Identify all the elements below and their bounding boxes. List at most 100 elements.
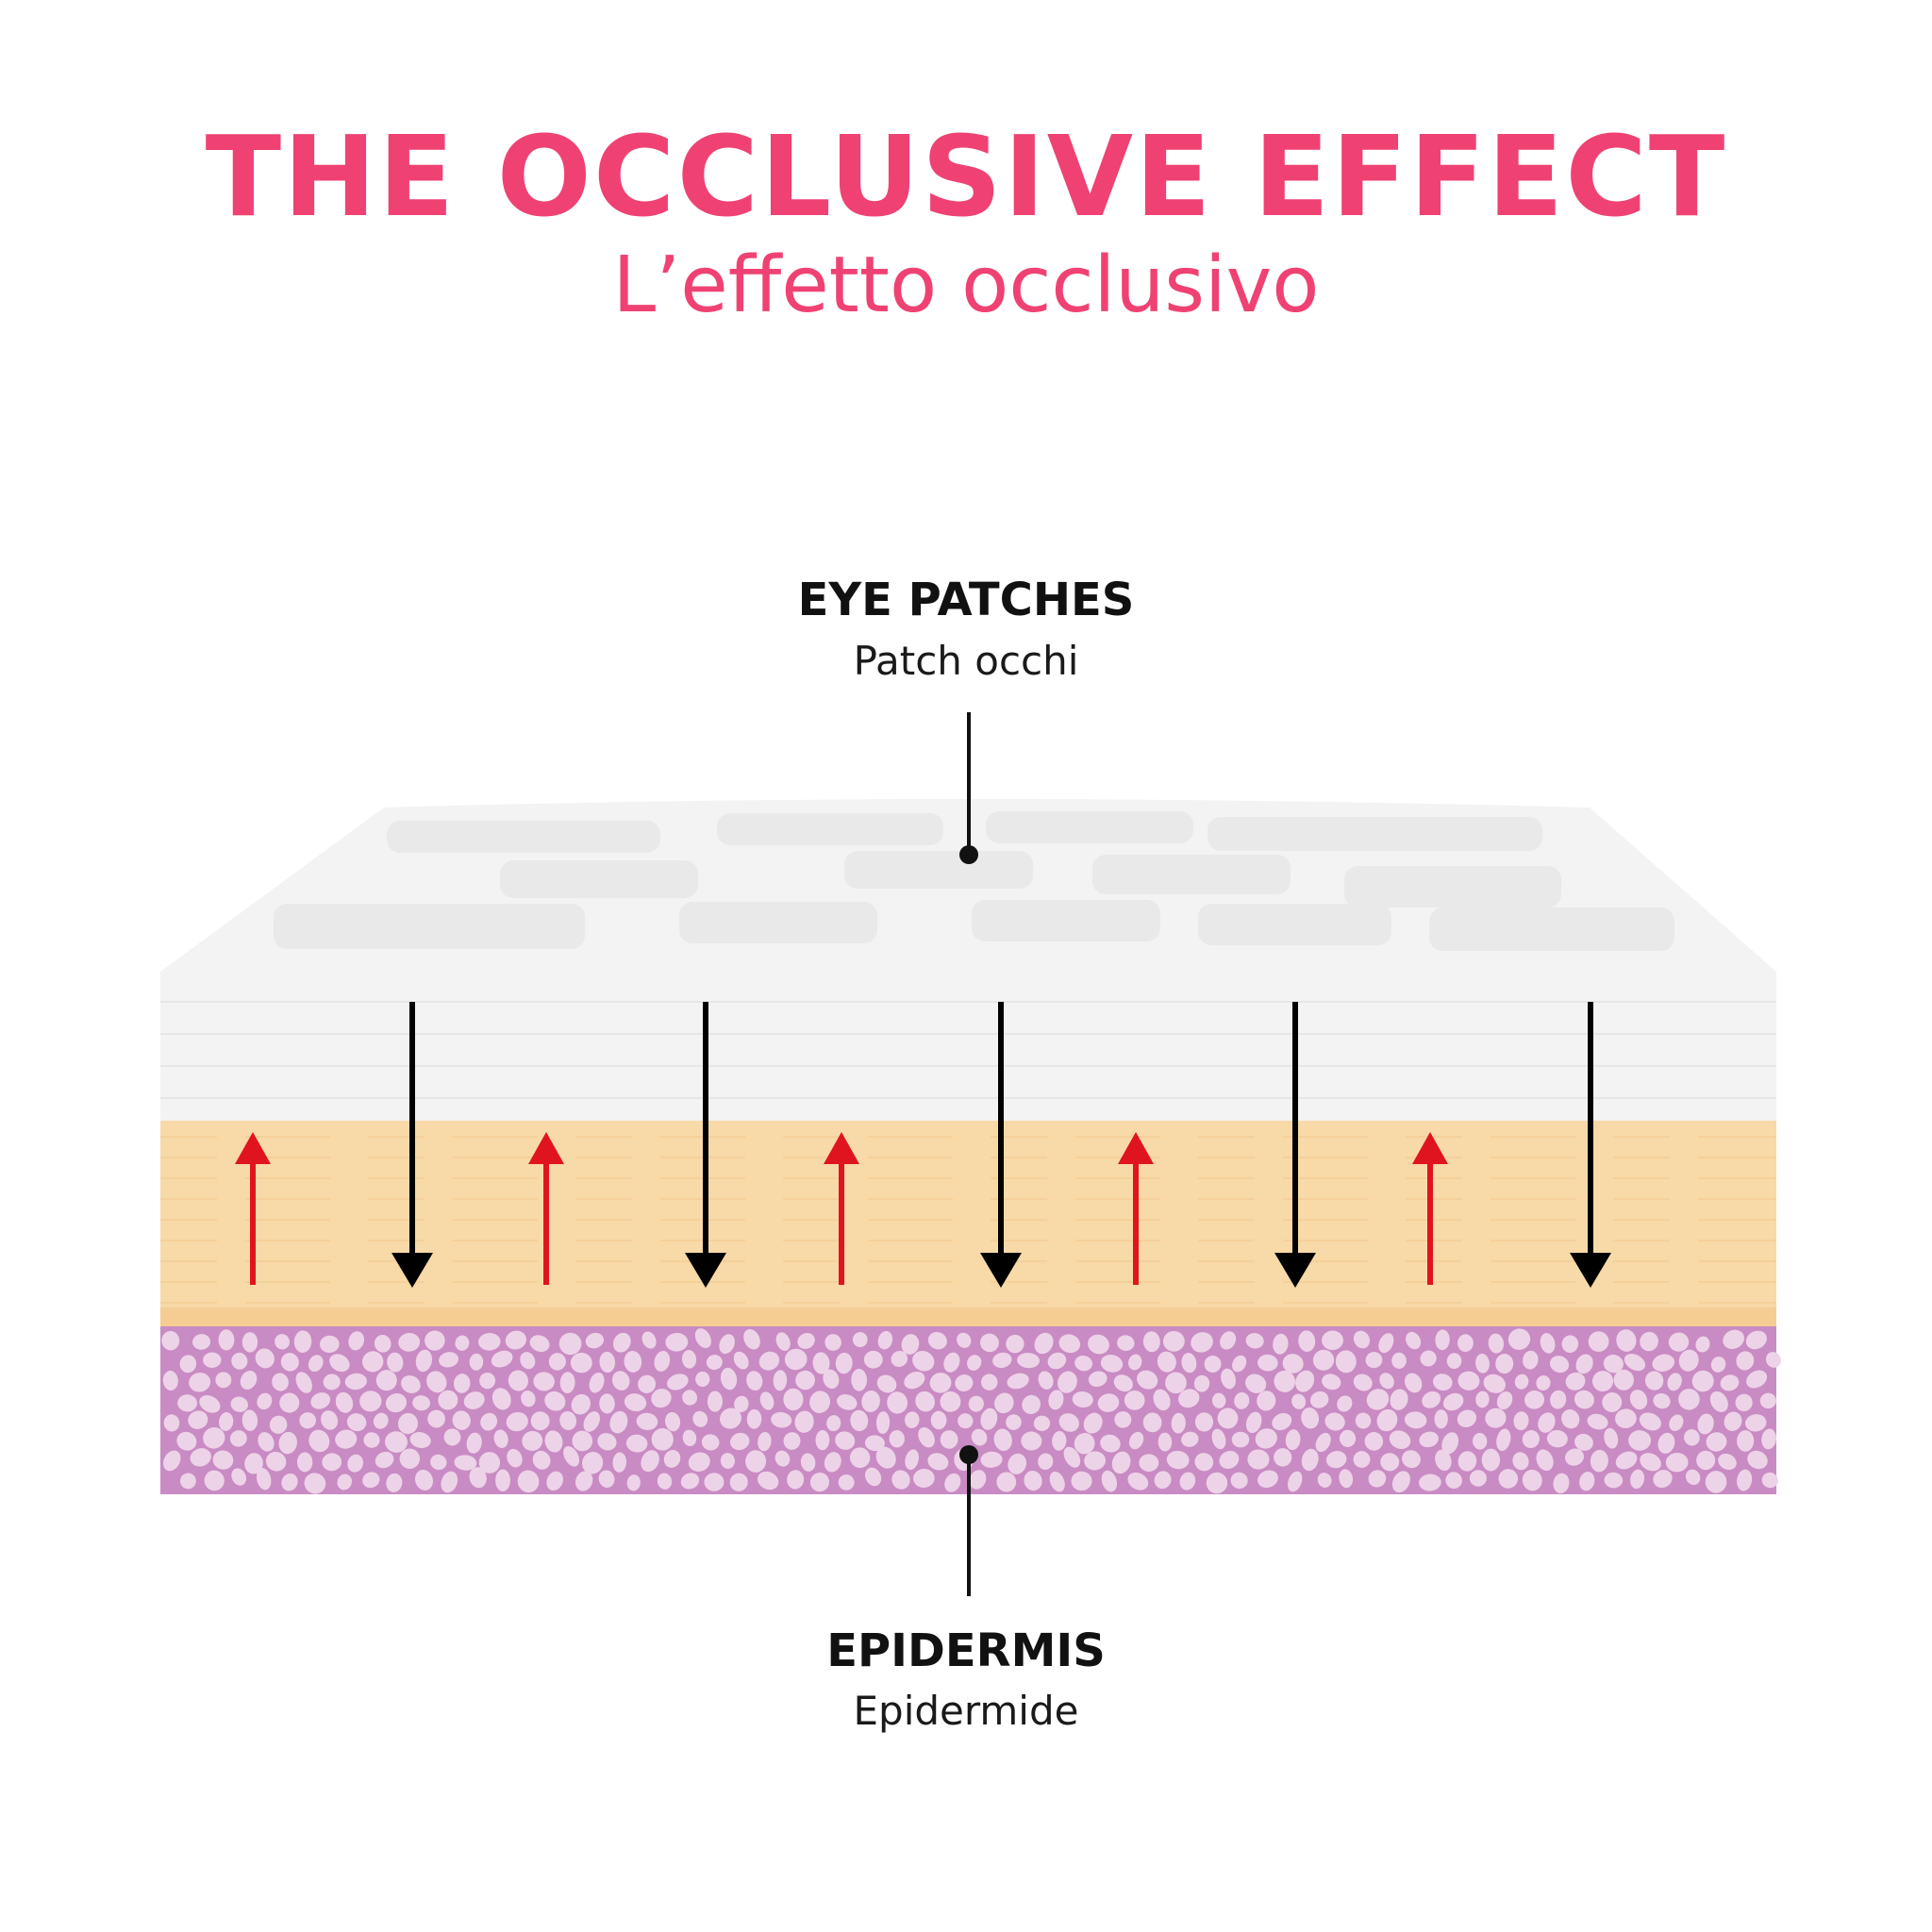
epidermis-cell — [641, 1331, 657, 1349]
epidermis-cell — [399, 1448, 421, 1470]
epidermis-cell — [463, 1391, 485, 1409]
epidermis-cell — [968, 1395, 984, 1412]
epidermis-cell — [1301, 1448, 1319, 1472]
epidermis-cell — [544, 1391, 566, 1411]
epidermis-cell — [1523, 1350, 1539, 1370]
epidermis-cell — [1097, 1393, 1120, 1412]
epidermis-cell — [575, 1471, 593, 1491]
epidermis-cell — [1574, 1390, 1594, 1409]
epidermis-cell — [863, 1350, 883, 1369]
epidermis-cell — [347, 1454, 364, 1473]
epidermis-cell — [1457, 1371, 1480, 1391]
epidermis-cell — [1058, 1413, 1079, 1432]
epidermis-cell — [443, 1428, 461, 1446]
epidermis-cell — [1391, 1352, 1407, 1369]
epidermis-cell — [1211, 1428, 1226, 1450]
epidermis-cell — [1613, 1369, 1634, 1391]
epidermis-cell — [1735, 1393, 1753, 1412]
epidermis-cell — [572, 1430, 593, 1452]
epidermis-cell — [507, 1448, 523, 1468]
epidermis-cell — [823, 1369, 840, 1390]
epidermis-cell — [583, 1411, 600, 1432]
epidermis-cell — [1445, 1472, 1462, 1490]
epidermis-cell — [520, 1352, 536, 1370]
epidermis-cell — [1301, 1407, 1320, 1429]
epidermis-cell — [242, 1409, 258, 1431]
epidermis-cell — [1512, 1452, 1529, 1471]
epidermis-cell — [1561, 1408, 1580, 1429]
epidermis-cell — [1052, 1430, 1067, 1451]
epidermis-cell — [599, 1393, 615, 1414]
epidermis-cell — [1442, 1392, 1464, 1411]
epidermis-cell — [491, 1388, 511, 1410]
epidermis-cell — [757, 1471, 779, 1491]
epidermis-cell — [1550, 1390, 1567, 1409]
epidermis-cell — [1697, 1413, 1714, 1435]
epidermis-cell — [783, 1432, 801, 1450]
epidermis-cell — [1710, 1357, 1726, 1373]
epidermis-cell — [279, 1392, 300, 1413]
epidermis-cell — [611, 1371, 630, 1391]
epidermis-cell — [746, 1371, 763, 1391]
epidermis-cell — [1309, 1391, 1329, 1408]
epidermis-cell — [1368, 1470, 1387, 1488]
epidermis-cell — [1761, 1428, 1776, 1450]
epidermis-cell — [1603, 1355, 1624, 1374]
epidermis-cell — [1378, 1333, 1394, 1354]
epidermis-cell — [1469, 1470, 1487, 1487]
epidermis-cell — [1498, 1469, 1519, 1489]
epidermis-cell — [1514, 1374, 1529, 1390]
epidermis-cell — [1083, 1412, 1103, 1434]
epidermis-cell — [1274, 1370, 1295, 1392]
epidermis-cell — [1101, 1470, 1118, 1492]
epidermis-cell — [1709, 1391, 1728, 1412]
epidermis-cell — [1389, 1430, 1411, 1449]
epidermis-cell — [397, 1412, 418, 1435]
epidermis-cell — [1706, 1432, 1727, 1452]
epidermis-cell — [651, 1427, 674, 1451]
epidermis-cell — [809, 1391, 830, 1413]
epidermis-cell — [1255, 1428, 1277, 1449]
epidermis-cell — [1038, 1453, 1054, 1470]
epidermis-cell — [203, 1426, 225, 1449]
epidermis-cell — [1162, 1330, 1185, 1352]
epidermis-cell — [971, 1428, 988, 1446]
epidermis-cell — [1441, 1432, 1459, 1455]
patch-cell — [1344, 866, 1561, 908]
epidermis-cell — [231, 1468, 247, 1486]
epidermis-cell — [272, 1373, 289, 1391]
epidermis-cell — [240, 1371, 258, 1391]
epidermis-cell — [427, 1409, 445, 1428]
epidermis-cell — [1181, 1353, 1197, 1374]
epidermis-cell — [558, 1332, 582, 1356]
epidermis-cell — [1549, 1356, 1570, 1374]
epidermis-cell — [797, 1332, 815, 1349]
epidermis-cell — [1696, 1450, 1716, 1471]
epidermis-cell — [733, 1351, 749, 1370]
epidermis-cell — [278, 1431, 297, 1455]
epidermis-cell — [1049, 1471, 1065, 1492]
epidermis-cell — [758, 1431, 772, 1452]
epidermis-cell — [1021, 1431, 1042, 1451]
epidermis-cell — [852, 1332, 868, 1348]
epidermis-cell — [387, 1352, 404, 1373]
epidermis-cell — [1231, 1431, 1250, 1448]
patch-cell — [1198, 904, 1391, 945]
epidermis-sublabel: Epidermide — [853, 1688, 1079, 1734]
epidermis-cell — [346, 1413, 367, 1432]
epidermis-cell — [491, 1350, 513, 1368]
epidermis-cell — [296, 1452, 313, 1473]
epidermis-cell — [269, 1415, 288, 1434]
epidermis-cell — [1038, 1371, 1054, 1390]
epidermis-cell — [571, 1393, 591, 1415]
epidermis-cell — [665, 1411, 681, 1432]
epidermis-cell — [597, 1433, 617, 1451]
epidermis-cell — [257, 1392, 273, 1410]
epidermis-cell — [1220, 1331, 1237, 1350]
epidermis-cell — [745, 1450, 767, 1473]
epidermis-leader-dot — [959, 1445, 978, 1464]
epidermis-cell — [1628, 1430, 1652, 1451]
epidermis-cell — [1668, 1332, 1690, 1352]
epidermis-cell — [281, 1473, 298, 1491]
